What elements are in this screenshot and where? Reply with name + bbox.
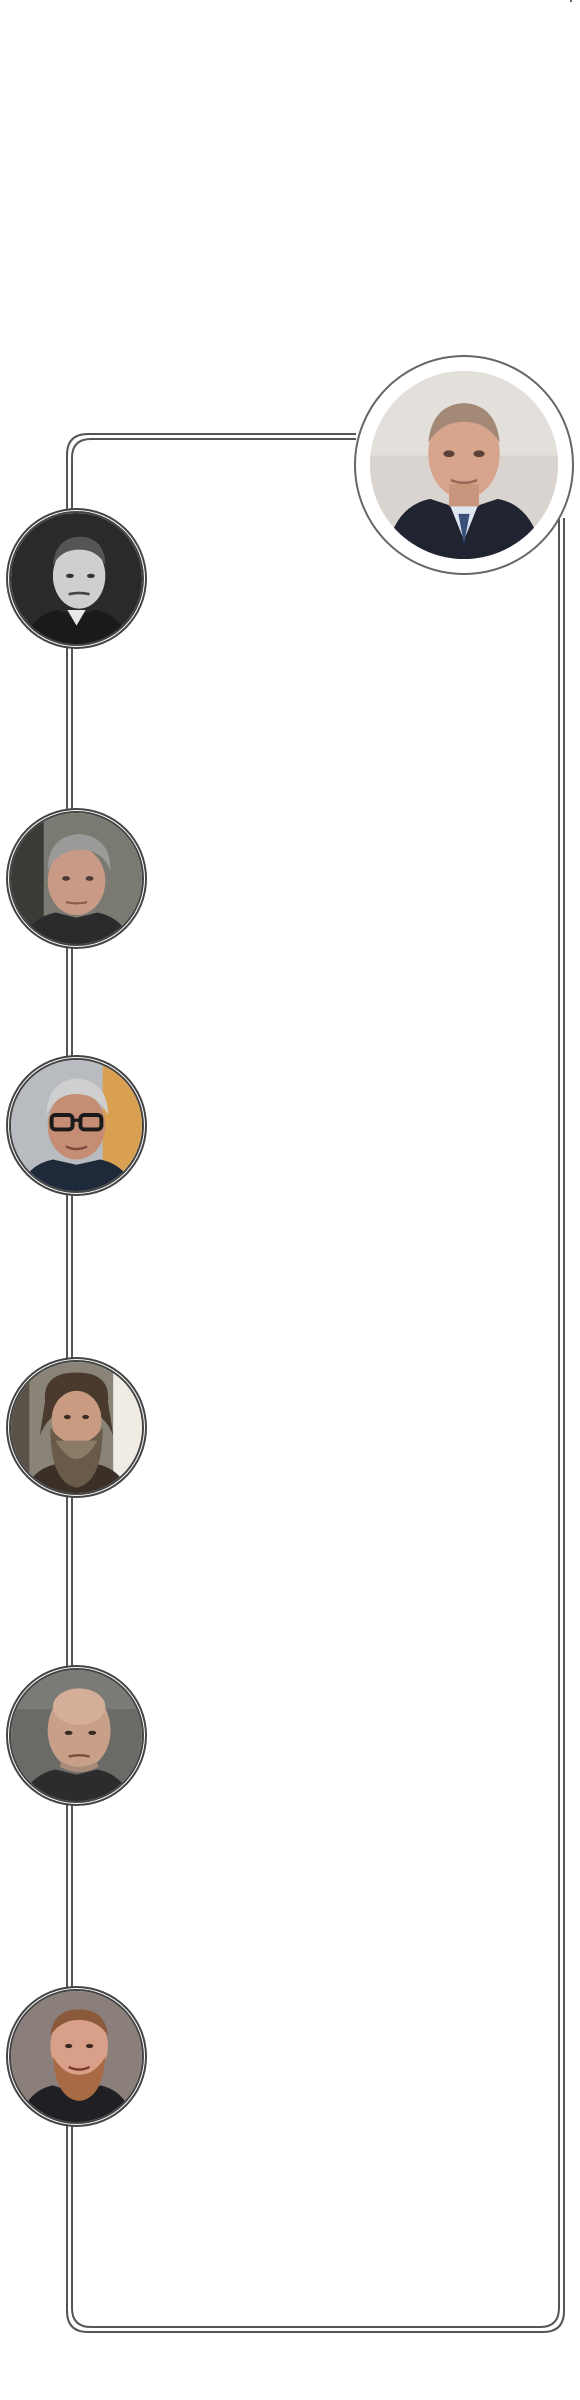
node-portrait-5: [9, 1668, 144, 1803]
node-portrait-2: [9, 811, 144, 946]
portrait-man-bald-icon: [11, 1670, 142, 1801]
portrait-man-long-beard-icon: [11, 1362, 142, 1493]
node-portrait-3: [9, 1058, 144, 1193]
connector-inner-line: [71, 438, 560, 2328]
hub-portrait: [354, 355, 574, 575]
node-portrait-1: [9, 511, 144, 646]
portrait-man-suit-blue-tie-icon: [370, 371, 558, 559]
node-portrait-4: [9, 1360, 144, 1495]
portrait-man-red-beard-icon: [11, 1991, 142, 2122]
node-portrait-6: [9, 1989, 144, 2124]
connector-outer-line: [66, 433, 565, 2333]
page-dot: [570, 0, 572, 2]
portrait-man-vintage-bw-icon: [11, 513, 142, 644]
portrait-man-glasses-icon: [11, 1060, 142, 1191]
portrait-man-gray-hair-icon: [11, 813, 142, 944]
